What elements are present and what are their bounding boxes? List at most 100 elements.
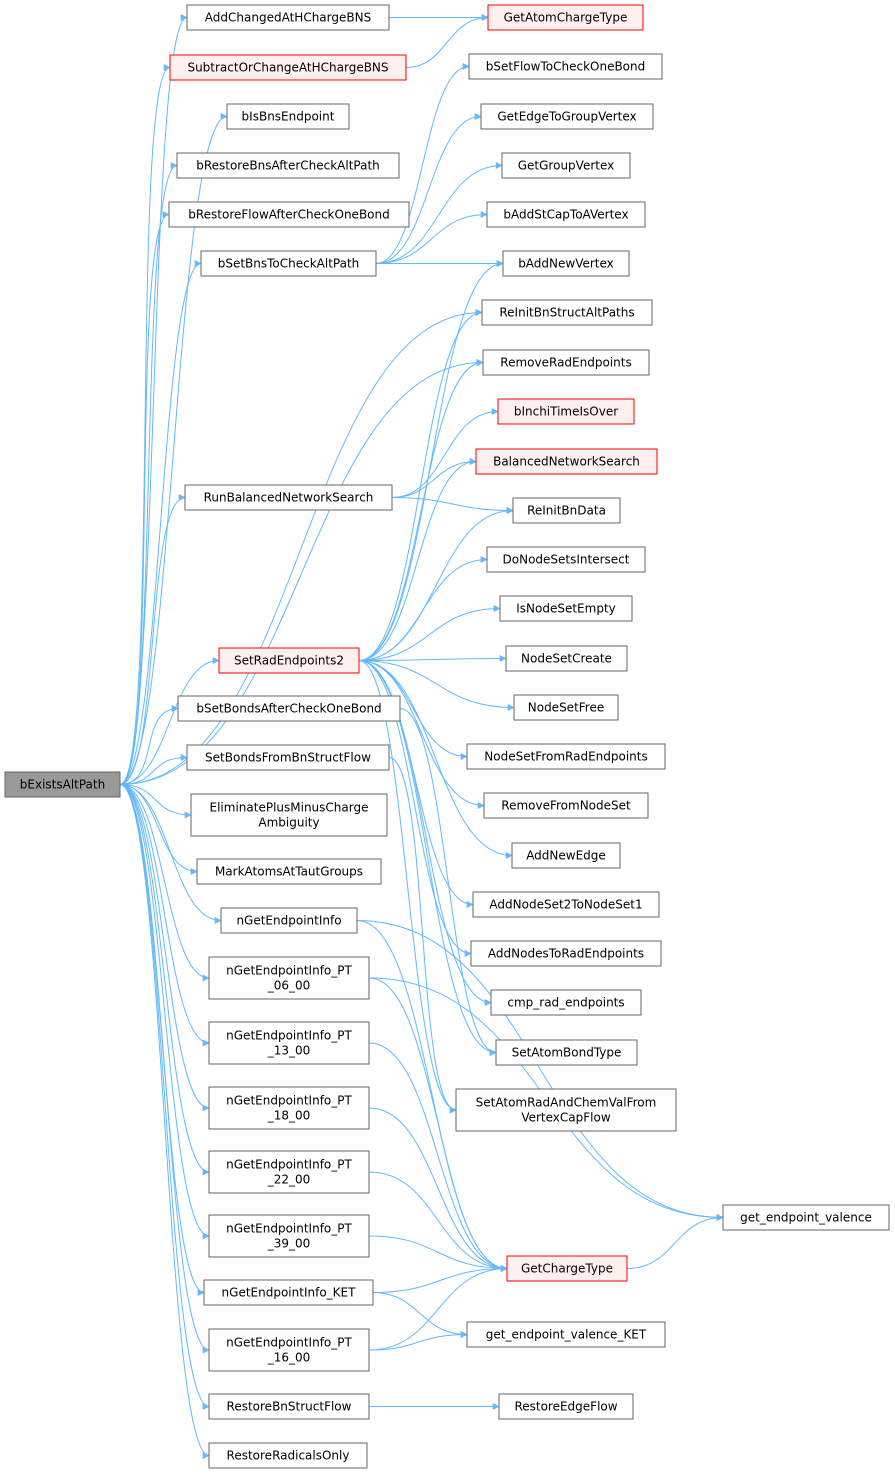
edge-set-rad-endpoints2-to-set-atom-rad-and-chem-val-from-vertex-cap-flow: [358, 660, 457, 1114]
edge-b-exists-alt-path-to-eliminate-plus-minus-charge-ambiguity: [119, 784, 192, 819]
node-b-set-bonds-after-check-one-bond[interactable]: bSetBondsAfterCheckOneBond: [177, 695, 401, 722]
node-box: [502, 250, 630, 277]
node-get-edge-to-group-vertex[interactable]: GetEdgeToGroupVertex: [480, 103, 654, 130]
node-label: nGetEndpointInfo_PT: [226, 1158, 352, 1172]
edge-set-rad-endpoints2-to-node-set-create: [358, 655, 507, 663]
node-label: nGetEndpointInfo_KET: [222, 1286, 357, 1300]
node-node-set-from-rad-endpoints[interactable]: NodeSetFromRadEndpoints: [466, 743, 666, 770]
edge-run-balanced-network-search-to-balanced-network-search: [391, 458, 477, 498]
node-add-nodes-to-rad-endpoints[interactable]: AddNodesToRadEndpoints: [470, 940, 662, 967]
node-cmp-rad-endpoints[interactable]: cmp_rad_endpoints: [490, 989, 642, 1016]
node-get-charge-type[interactable]: GetChargeType: [506, 1255, 628, 1282]
node-restore-edge-flow[interactable]: RestoreEdgeFlow: [498, 1393, 634, 1420]
node-label: _13_00: [267, 1044, 311, 1058]
node-n-get-endpoint-info-pt-16-00[interactable]: nGetEndpointInfo_PT_16_00: [208, 1328, 370, 1372]
node-box: [475, 448, 658, 475]
node-n-get-endpoint-info-pt-39-00[interactable]: nGetEndpointInfo_PT_39_00: [208, 1214, 370, 1258]
node-re-init-bn-data[interactable]: ReInitBnData: [512, 497, 621, 524]
node-label: RestoreEdgeFlow: [514, 1400, 617, 1414]
node-label: DoNodeSetsIntersect: [503, 553, 630, 567]
node-box: [466, 1321, 666, 1348]
node-label: nGetEndpointInfo_PT: [226, 1222, 352, 1236]
node-set-rad-endpoints2[interactable]: SetRadEndpoints2: [218, 647, 360, 674]
edge-set-rad-endpoints2-to-is-node-set-empty: [358, 605, 501, 661]
edge-b-set-bns-to-check-alt-path-to-b-add-st-cap-to-avertex: [375, 211, 488, 264]
node-b-set-bns-to-check-alt-path[interactable]: bSetBnsToCheckAltPath: [200, 250, 377, 277]
node-b-restore-bns-after-check-alt-path[interactable]: bRestoreBnsAfterCheckAltPath: [176, 152, 400, 179]
node-balanced-network-search[interactable]: BalancedNetworkSearch: [475, 448, 658, 475]
node-box: [208, 1328, 370, 1372]
node-box: [490, 989, 642, 1016]
node-box: [190, 793, 388, 837]
node-get-group-vertex[interactable]: GetGroupVertex: [501, 152, 631, 179]
node-box: [208, 1214, 370, 1258]
node-label: NodeSetCreate: [521, 652, 612, 666]
edge-b-exists-alt-path-to-b-set-bns-to-check-alt-path: [119, 260, 202, 785]
node-set-bonds-from-bn-struct-flow[interactable]: SetBondsFromBnStructFlow: [186, 744, 390, 771]
node-do-node-sets-intersect[interactable]: DoNodeSetsIntersect: [486, 546, 646, 573]
node-box: [208, 956, 370, 1000]
node-label: AddNewEdge: [526, 849, 606, 863]
node-add-changed-at-hcharge-bns[interactable]: AddChangedAtHChargeBNS: [186, 4, 390, 31]
node-box: [208, 1150, 370, 1194]
node-b-set-flow-to-check-one-bond[interactable]: bSetFlowToCheckOneBond: [468, 53, 663, 80]
node-box: [486, 201, 646, 228]
node-remove-from-node-set[interactable]: RemoveFromNodeSet: [483, 792, 649, 819]
node-box: [168, 201, 410, 228]
node-get-endpoint-valence-ket[interactable]: get_endpoint_valence_KET: [466, 1321, 666, 1348]
node-subtract-or-change-at-hcharge-bns[interactable]: SubtractOrChangeAtHChargeBNS: [169, 54, 407, 81]
node-get-endpoint-valence[interactable]: get_endpoint_valence: [722, 1204, 890, 1231]
node-add-new-edge[interactable]: AddNewEdge: [511, 842, 621, 869]
node-label: bSetFlowToCheckOneBond: [486, 60, 646, 74]
node-n-get-endpoint-info-pt-13-00[interactable]: nGetEndpointInfo_PT_13_00: [208, 1021, 370, 1065]
edge-set-rad-endpoints2-to-cmp-rad-endpoints: [358, 660, 492, 1006]
node-box: [722, 1204, 890, 1231]
node-box: [498, 1393, 634, 1420]
node-b-add-new-vertex[interactable]: bAddNewVertex: [502, 250, 630, 277]
node-re-init-bn-struct-alt-paths[interactable]: ReInitBnStructAltPaths: [481, 299, 653, 326]
node-n-get-endpoint-info[interactable]: nGetEndpointInfo: [220, 907, 358, 934]
node-node-set-create[interactable]: NodeSetCreate: [505, 645, 628, 672]
node-n-get-endpoint-info-pt-06-00[interactable]: nGetEndpointInfo_PT_06_00: [208, 956, 370, 1000]
node-label: nGetEndpointInfo_PT: [226, 964, 352, 978]
node-box: [506, 1255, 628, 1282]
node-node-set-free[interactable]: NodeSetFree: [513, 694, 619, 721]
node-label: nGetEndpointInfo: [236, 914, 341, 928]
node-mark-atoms-at-taut-groups[interactable]: MarkAtomsAtTautGroups: [196, 858, 382, 885]
node-is-node-set-empty[interactable]: IsNodeSetEmpty: [499, 595, 633, 622]
node-get-atom-charge-type[interactable]: GetAtomChargeType: [487, 4, 644, 31]
node-label: bSetBondsAfterCheckOneBond: [196, 702, 381, 716]
node-label: IsNodeSetEmpty: [516, 602, 616, 616]
node-b-add-st-cap-to-avertex[interactable]: bAddStCapToAVertex: [486, 201, 646, 228]
node-b-restore-flow-after-check-one-bond[interactable]: bRestoreFlowAfterCheckOneBond: [168, 201, 410, 228]
node-label: _39_00: [267, 1237, 311, 1251]
node-remove-rad-endpoints[interactable]: RemoveRadEndpoints: [482, 349, 650, 376]
node-n-get-endpoint-info-ket[interactable]: nGetEndpointInfo_KET: [203, 1279, 374, 1306]
edge-set-rad-endpoints2-to-do-node-sets-intersect: [358, 556, 488, 661]
node-n-get-endpoint-info-pt-18-00[interactable]: nGetEndpointInfo_PT_18_00: [208, 1086, 370, 1130]
edge-n-get-endpoint-info-pt-13-00-to-get-charge-type: [368, 1042, 508, 1272]
node-label: _22_00: [267, 1173, 311, 1187]
node-b-inchi-time-is-over[interactable]: bInchiTimeIsOver: [497, 398, 635, 425]
node-add-node-set2-to-node-set1[interactable]: AddNodeSet2ToNodeSet1: [472, 891, 660, 918]
node-set-atom-bond-type[interactable]: SetAtomBondType: [495, 1039, 638, 1066]
edge-b-exists-alt-path-to-n-get-endpoint-info-pt-13-00: [119, 784, 210, 1047]
node-label: _18_00: [267, 1109, 311, 1123]
node-label: GetChargeType: [521, 1262, 613, 1276]
node-box: [208, 1442, 368, 1469]
node-run-balanced-network-search[interactable]: RunBalancedNetworkSearch: [184, 484, 393, 511]
node-label: get_endpoint_valence_KET: [486, 1328, 647, 1342]
edge-n-get-endpoint-info-pt-06-00-to-get-charge-type: [368, 977, 508, 1272]
node-box: [487, 4, 644, 31]
node-n-get-endpoint-info-pt-22-00[interactable]: nGetEndpointInfo_PT_22_00: [208, 1150, 370, 1194]
node-b-is-bns-endpoint[interactable]: bIsBnsEndpoint: [226, 103, 350, 130]
node-label: MarkAtomsAtTautGroups: [215, 865, 363, 879]
node-box: [455, 1088, 677, 1132]
node-box: [472, 891, 660, 918]
node-restore-radicals-only[interactable]: RestoreRadicalsOnly: [208, 1442, 368, 1469]
edge-run-balanced-network-search-to-re-init-bn-data: [391, 497, 514, 514]
node-restore-bn-struct-flow[interactable]: RestoreBnStructFlow: [208, 1393, 370, 1420]
node-label: ReInitBnData: [527, 504, 606, 518]
